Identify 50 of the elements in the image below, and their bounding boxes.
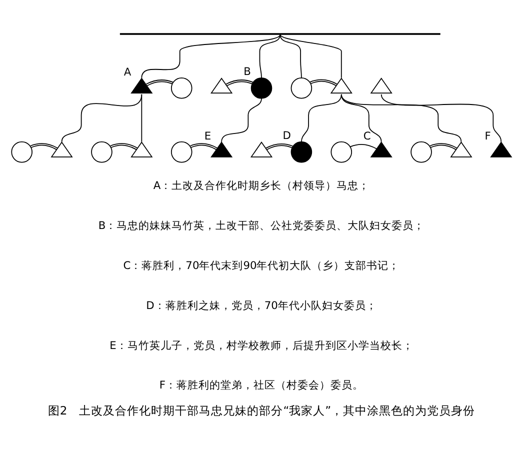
label: A：土改及合作化时期乡长（村领导）马忠；	[153, 178, 370, 192]
node-label: D	[282, 128, 291, 142]
node-circle	[170, 78, 192, 99]
node-label: C	[363, 129, 371, 142]
connector	[301, 94, 342, 142]
node-triangle	[330, 78, 352, 94]
node-circle	[410, 141, 432, 163]
connector	[226, 80, 254, 86]
label: D：蒋胜利之妹，党员，70年代小队妇女委员；	[146, 298, 377, 312]
node-circle	[290, 141, 312, 163]
connector	[141, 34, 281, 78]
connector	[340, 94, 462, 142]
node-label: B	[244, 64, 251, 78]
node-label: E	[204, 129, 212, 142]
node-label: A	[124, 65, 132, 78]
node-bar	[120, 33, 440, 35]
connector	[61, 94, 142, 142]
label: E：马竹英儿子，党员，村学校教师，后提升到区小学当校长；	[110, 338, 414, 352]
connector	[146, 80, 174, 86]
connector	[310, 79, 338, 86]
connector	[430, 143, 458, 150]
node-circle	[330, 141, 352, 163]
node-triangle	[450, 142, 472, 158]
connector	[110, 143, 138, 150]
node-circle	[170, 141, 192, 163]
node-circle	[91, 141, 112, 163]
node-triangle	[50, 142, 73, 158]
connector	[380, 94, 502, 142]
node-triangle	[130, 142, 153, 158]
connector	[259, 34, 281, 78]
connector	[280, 34, 302, 78]
node-triangle	[370, 78, 392, 94]
node-label: F	[484, 129, 491, 142]
label: B：马忠的妹妹马竹英，土改干部、公社党委委员、大队妇女委员；	[98, 218, 425, 232]
connector	[350, 144, 377, 150]
node-triangle	[210, 78, 233, 94]
connector	[141, 94, 142, 142]
label: F：蒋胜利的堂弟，社区（村委会）委员。	[159, 378, 364, 392]
connector	[340, 94, 382, 142]
connector	[280, 34, 342, 78]
caption: 图2 土改及合作化时期干部马忠兄妹的部分“我家人”，其中涂黑色的为党员身份	[48, 404, 476, 418]
connector	[266, 143, 294, 150]
node-circle	[290, 78, 312, 99]
node-triangle	[250, 142, 273, 158]
node-circle	[11, 141, 32, 163]
connector	[190, 143, 218, 150]
label: C：蒋胜利，70年代末到90年代初大队（乡）支部书记；	[123, 258, 400, 272]
connector	[30, 143, 58, 150]
connector	[221, 98, 262, 142]
node-circle	[250, 78, 272, 99]
